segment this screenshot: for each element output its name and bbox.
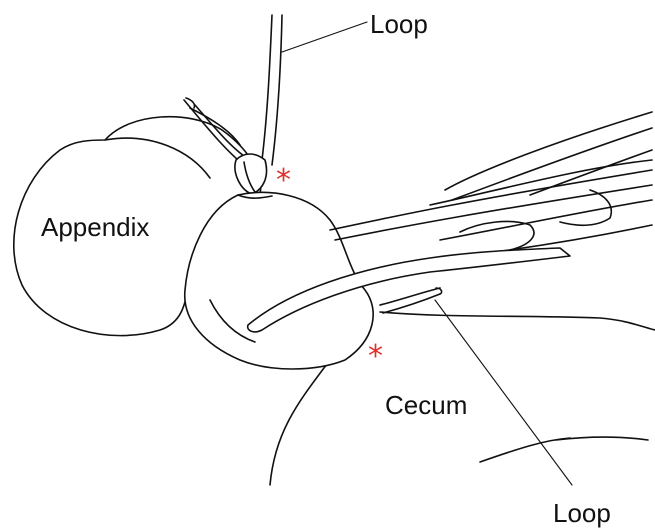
forceps <box>430 112 652 260</box>
top-loop-strand-left <box>262 15 272 160</box>
label-cecum: Cecum <box>385 390 467 420</box>
cecum-upper-edge <box>380 312 655 330</box>
forceps-shaft-low <box>440 200 652 240</box>
label-loop-top: Loop <box>370 9 428 39</box>
top-loop-strand-right <box>272 15 282 165</box>
forceps-joint-2 <box>460 221 534 250</box>
label-appendix: Appendix <box>41 212 149 242</box>
jaw-upper-2 <box>335 185 652 240</box>
bottom-loop-strand <box>380 288 440 305</box>
asterisk-marker-upper: * <box>276 163 291 198</box>
cecum-left-edge <box>270 360 330 485</box>
leader-line-top <box>282 22 367 52</box>
label-loop-bottom: Loop <box>553 498 611 528</box>
asterisk-marker-lower: * <box>368 339 383 374</box>
cecum-fold-1 <box>480 438 570 462</box>
